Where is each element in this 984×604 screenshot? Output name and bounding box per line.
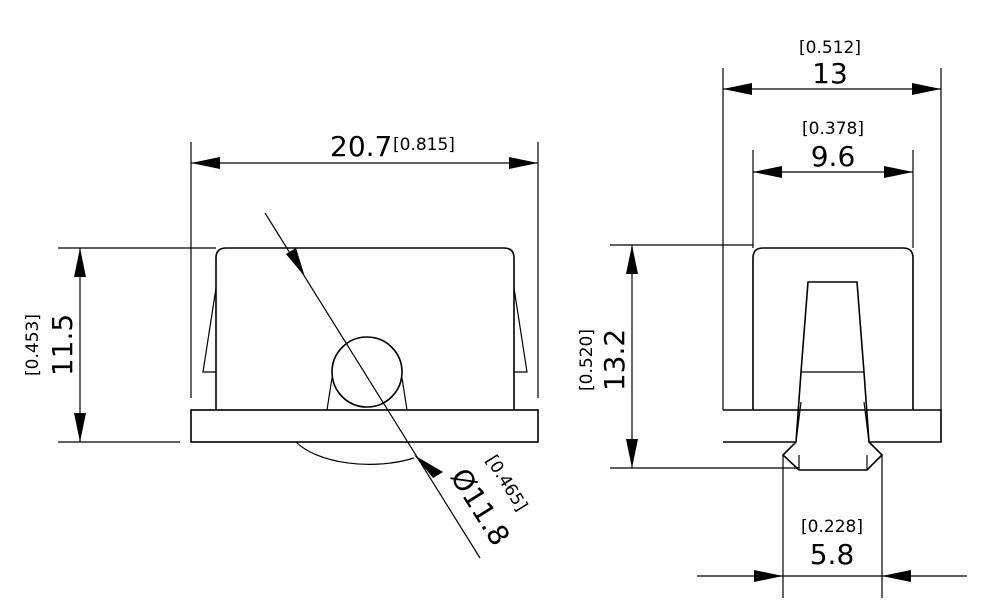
side-width-arrow-right bbox=[912, 83, 941, 95]
side-height-arrow-bottom bbox=[626, 439, 638, 468]
side-pin-lower-lines bbox=[795, 401, 870, 470]
front-lens-base bbox=[326, 377, 408, 411]
front-right-notch bbox=[513, 287, 528, 373]
height-arrow-top bbox=[74, 248, 86, 277]
side-body-outline bbox=[752, 247, 914, 410]
side-inner-arrow-left bbox=[753, 166, 782, 178]
width-arrow-left bbox=[191, 157, 220, 169]
pin-arrow-left bbox=[754, 570, 783, 582]
front-lens-circle bbox=[331, 336, 403, 408]
side-base-plate bbox=[723, 409, 942, 443]
side-view: 13 [0.512] 9.6 [0.378] 13.2 [0.520] 5.8 … bbox=[577, 38, 967, 598]
height-value-mm: 11.5 bbox=[46, 314, 79, 376]
front-body-outline bbox=[215, 247, 515, 410]
front-base-plate bbox=[190, 409, 539, 443]
pin-value-inch: [0.228] bbox=[801, 517, 863, 537]
pin-value-mm: 5.8 bbox=[810, 538, 855, 571]
side-width-value-inch: [0.512] bbox=[799, 38, 861, 58]
diameter-arrow-lower bbox=[414, 455, 443, 478]
side-pin-outline bbox=[781, 281, 884, 471]
side-inner-value-mm: 9.6 bbox=[811, 140, 856, 173]
side-height-value-mm: 13.2 bbox=[598, 329, 631, 391]
front-left-notch bbox=[202, 287, 217, 373]
height-arrow-bottom bbox=[74, 413, 86, 442]
width-value-mm: 20.7 bbox=[330, 130, 392, 163]
side-width-arrow-left bbox=[723, 83, 752, 95]
front-view: 20.7 [0.815] 11.5 [0.453] Ø11.8 [0.465] bbox=[23, 130, 539, 559]
width-value-inch: [0.815] bbox=[393, 135, 455, 155]
diameter-arrow-upper bbox=[286, 248, 305, 277]
side-inner-arrow-right bbox=[884, 166, 913, 178]
width-arrow-right bbox=[509, 157, 538, 169]
front-diameter-arc bbox=[295, 441, 415, 465]
side-height-value-inch: [0.520] bbox=[577, 329, 597, 391]
pin-arrow-right bbox=[882, 570, 911, 582]
side-height-arrow-top bbox=[626, 245, 638, 274]
height-value-inch: [0.453] bbox=[23, 314, 43, 376]
side-inner-value-inch: [0.378] bbox=[802, 119, 864, 139]
side-width-value-mm: 13 bbox=[812, 57, 848, 90]
